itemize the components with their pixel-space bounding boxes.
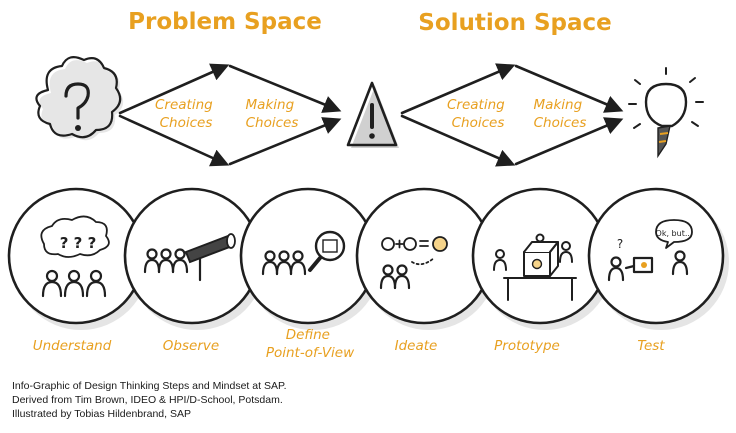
people-test-icon: Ok, but... ? xyxy=(607,219,693,282)
warning-triangle-icon xyxy=(346,81,399,148)
light-bulb-icon xyxy=(628,67,704,159)
credit-line-3: Illustrated by Tobias Hildenbrand, SAP xyxy=(12,408,191,420)
creating-choices-label-1: Creating Choices xyxy=(155,97,217,131)
step-label-ideate: Ideate xyxy=(395,338,438,354)
test-question-mark: ? xyxy=(617,237,623,251)
bubble-define xyxy=(239,187,377,325)
people-question-icon: ? ? ? xyxy=(40,215,110,298)
understand-question-marks: ? ? ? xyxy=(60,234,97,252)
question-cloud-icon xyxy=(35,55,124,141)
bubble-ideate xyxy=(355,187,493,325)
step-label-test: Test xyxy=(637,338,665,354)
problem-space-heading: Problem Space xyxy=(128,9,322,35)
people-magnifier-icon xyxy=(261,230,346,276)
people-ideas-icon xyxy=(379,236,448,290)
creating-choices-label-2: Creating Choices xyxy=(447,97,509,131)
people-prototype-icon xyxy=(493,233,577,301)
bubble-chain xyxy=(7,187,725,325)
step-label-define: Define Point-of-View xyxy=(266,327,355,361)
credit-line-2: Derived from Tim Brown, IDEO & HPI/D-Sch… xyxy=(12,394,283,406)
credit-line-1: Info-Graphic of Design Thinking Steps an… xyxy=(12,380,287,392)
solution-space-heading: Solution Space xyxy=(418,10,611,36)
step-label-prototype: Prototype xyxy=(494,338,560,354)
step-label-understand: Understand xyxy=(33,338,112,354)
credit-caption: Info-Graphic of Design Thinking Steps an… xyxy=(12,379,287,421)
test-speech-text: Ok, but... xyxy=(656,229,693,238)
step-label-observe: Observe xyxy=(163,338,219,354)
making-choices-label-2: Making Choices xyxy=(534,97,587,131)
solution-space-diamond xyxy=(400,63,624,167)
people-telescope-icon xyxy=(143,233,236,282)
bubble-test xyxy=(587,187,725,325)
problem-space-diamond xyxy=(118,63,342,167)
making-choices-label-1: Making Choices xyxy=(246,97,299,131)
